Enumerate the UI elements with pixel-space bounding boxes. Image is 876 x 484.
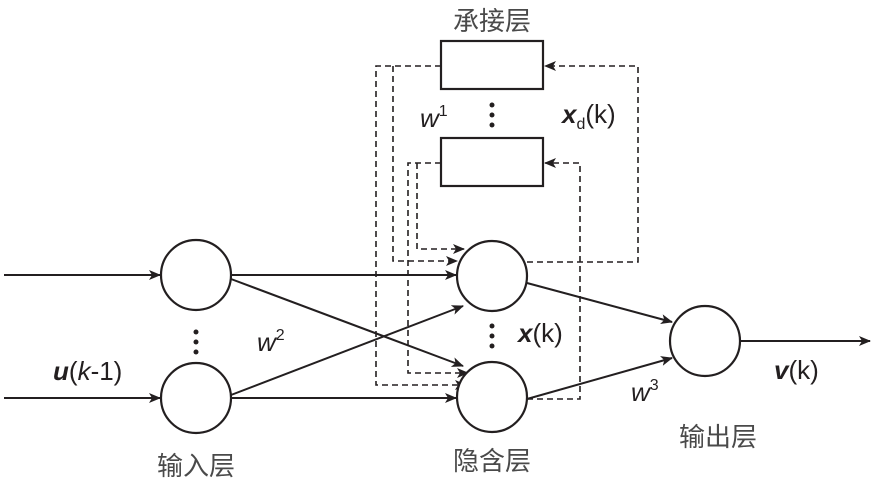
u-k: k [78,356,93,386]
weight-w3-label: w3 [631,377,659,407]
u-base: u [53,356,69,386]
context1-to-hidden-connections [375,65,467,390]
y-base: v [774,355,790,385]
context-layer-label: 承接层 [453,7,531,37]
hidden-output-x-label: x(k) [516,318,563,348]
context-unit-n [439,136,545,188]
w3-base: w [631,377,652,407]
output-y-label: v(k) [774,355,819,385]
input-layer-label: 输入层 [157,452,235,482]
context-output-xd-label: xd(k) [560,99,616,133]
context-ellipsis [489,102,495,128]
hidden-neuron-n [455,360,529,434]
input-neuron-1 [159,238,233,312]
w2-base: w [257,327,278,357]
output-layer-label: 输出层 [679,423,757,453]
xd-arg: (k) [585,99,615,129]
w1-sup: 1 [439,103,448,120]
context-unit-1 [439,39,545,91]
u-rest: -1) [91,356,123,386]
weight-w2-label: w2 [257,327,285,357]
xd-base: x [560,99,578,129]
weight-w1-label: w1 [420,103,448,133]
input-u-label: u(k-1) [53,356,122,386]
input-ellipsis [193,329,199,355]
hidden-layer-label: 隐含层 [453,447,531,477]
xd-sub: d [576,116,585,133]
w2-sup: 2 [276,327,285,344]
hidden-neuron-1 [455,239,529,313]
y-arg: (k) [788,355,818,385]
hidden-ellipsis [489,323,495,349]
w3-sup: 3 [650,377,659,394]
hidden-to-context-copy [527,61,639,400]
input-to-hidden-connections [230,270,464,403]
output-neuron [668,304,742,378]
x-arg: (k) [532,318,562,348]
x-base: x [516,318,534,348]
u-open: ( [69,356,78,386]
w1-base: w [420,103,441,133]
context2-to-hidden-connections [407,162,469,378]
hidden-to-output-connections [526,282,673,400]
input-neuron-n [159,361,233,435]
